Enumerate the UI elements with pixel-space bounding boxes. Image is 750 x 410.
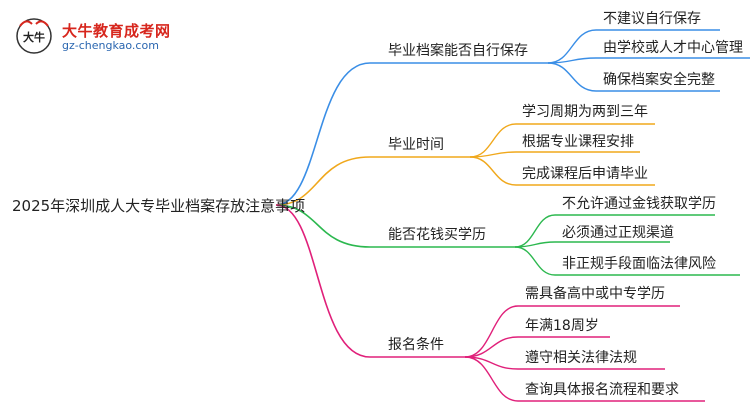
logo-name: 大牛教育成考网 xyxy=(62,22,171,40)
branch-title-graduation-time[interactable]: 毕业时间 xyxy=(388,137,444,153)
bull-logo-icon: 大牛 xyxy=(16,18,52,54)
connector-root-b4 xyxy=(275,204,465,358)
leaf-b4-i2[interactable]: 年满18周岁 xyxy=(525,318,599,334)
branch-title-requirements[interactable]: 报名条件 xyxy=(388,337,444,353)
branch-title-archive[interactable]: 毕业档案能否自行保存 xyxy=(388,43,528,59)
leaf-b2-i2[interactable]: 根据专业课程安排 xyxy=(522,134,634,150)
leaf-b1-i1[interactable]: 不建议自行保存 xyxy=(603,11,701,27)
connector-b1-i1 xyxy=(547,29,720,64)
leaf-b4-i1[interactable]: 需具备高中或中专学历 xyxy=(525,286,665,302)
connector-root-b2 xyxy=(275,156,470,206)
connector-b2-i2 xyxy=(469,151,640,158)
leaf-b3-i3[interactable]: 非正规手段面临法律风险 xyxy=(562,256,716,272)
leaf-b4-i3[interactable]: 遵守相关法律法规 xyxy=(525,350,637,366)
connector-b1-i3 xyxy=(547,62,720,92)
logo-mark: 大牛 xyxy=(23,30,45,44)
leaf-b3-i2[interactable]: 必须通过正规渠道 xyxy=(562,225,674,241)
site-logo[interactable]: 大牛 大牛教育成考网 gz-chengkao.com xyxy=(12,16,172,56)
branch-title-buy-degree[interactable]: 能否花钱买学历 xyxy=(388,227,486,243)
leaf-b4-i4[interactable]: 查询具体报名流程和要求 xyxy=(525,382,679,398)
connector-root-b1 xyxy=(275,62,548,206)
connector-b4-i4 xyxy=(464,356,705,402)
connector-b2-i1 xyxy=(469,123,655,158)
root-topic[interactable]: 2025年深圳成人大专毕业档案存放注意事项 xyxy=(12,197,306,215)
connector-b4-i1 xyxy=(464,305,680,358)
connector-b1-i2 xyxy=(547,57,750,64)
leaf-b3-i1[interactable]: 不允许通过金钱获取学历 xyxy=(562,196,716,212)
connector-b3-i1 xyxy=(514,214,715,248)
logo-url: gz-chengkao.com xyxy=(62,39,159,52)
connector-b4-i2 xyxy=(464,336,610,358)
connector-b3-i2 xyxy=(514,241,670,248)
leaf-b2-i1[interactable]: 学习周期为两到三年 xyxy=(522,104,648,120)
connector-b3-i3 xyxy=(514,246,740,276)
leaf-b1-i3[interactable]: 确保档案安全完整 xyxy=(603,72,715,88)
connector-root-b3 xyxy=(275,204,515,248)
connector-b2-i3 xyxy=(469,156,655,186)
leaf-b1-i2[interactable]: 由学校或人才中心管理 xyxy=(603,40,743,56)
leaf-b2-i3[interactable]: 完成课程后申请毕业 xyxy=(522,166,648,182)
connector-b4-i3 xyxy=(464,356,665,370)
